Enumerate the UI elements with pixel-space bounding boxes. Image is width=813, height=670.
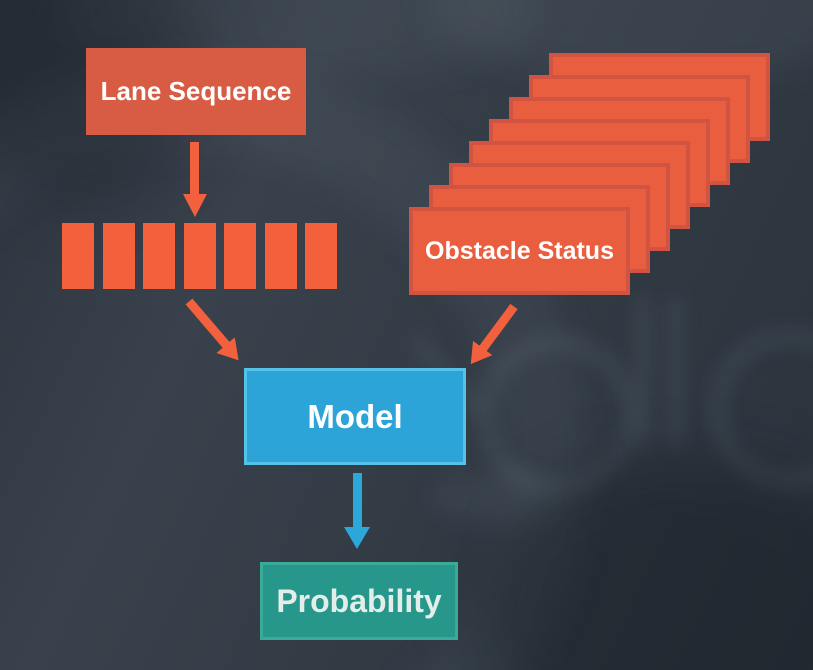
obstacle-status-label: Obstacle Status	[425, 236, 614, 265]
lane-cell	[103, 223, 135, 289]
obstacle-card	[409, 207, 630, 295]
arrow-model-to-probability	[353, 473, 362, 527]
arrow-lane-to-cells	[190, 142, 199, 195]
lane-cell	[305, 223, 337, 289]
model-label: Model	[307, 397, 403, 435]
arrow-lane-to-cells-head	[183, 194, 207, 217]
arrow-model-to-probability-head	[344, 527, 370, 549]
lane-cell	[62, 223, 94, 289]
arrow-obstacle-to-model	[478, 303, 518, 352]
probability-box: Probability	[260, 562, 458, 640]
arrow-cells-to-model	[185, 298, 231, 349]
lane-cell	[265, 223, 297, 289]
model-box: Model	[244, 368, 466, 465]
lane-cell	[143, 223, 175, 289]
probability-label: Probability	[276, 582, 442, 619]
lane-sequence-box: Lane Sequence	[86, 48, 306, 135]
lane-cell	[184, 223, 216, 289]
lane-sequence-label: Lane Sequence	[100, 76, 292, 106]
lane-cell	[224, 223, 256, 289]
obstacle-status-box: Obstacle Status	[409, 207, 630, 295]
